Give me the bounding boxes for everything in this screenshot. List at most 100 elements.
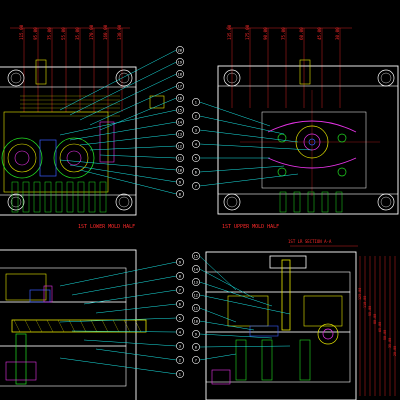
section-left-callout-7-number: 7 — [179, 288, 181, 292]
upper-leader-7 — [199, 173, 299, 187]
section-left-insert — [5, 273, 47, 301]
section-right-leader-12 — [199, 294, 291, 315]
upper-ejector-pin-2 — [307, 191, 315, 213]
section-left-callout-8-number: 8 — [179, 274, 181, 278]
section-left-leader-7 — [83, 289, 177, 305]
upper-gate-2 — [277, 167, 287, 177]
section-left-callout-8-balloon — [176, 272, 184, 280]
section-right-sprue — [281, 259, 291, 331]
section-right-dim-value-7: 20.00 — [393, 346, 397, 356]
section-left-plate-c — [0, 345, 127, 387]
section-left-core — [43, 285, 53, 303]
lower-dim-value-6: 160.00 — [103, 24, 108, 40]
section-left-leader-8 — [71, 275, 177, 296]
lower-leader-20 — [59, 49, 177, 111]
section-left-slide-rod — [11, 319, 147, 333]
upper-leader-3 — [199, 129, 299, 143]
lower-slide — [99, 121, 115, 163]
section-right-callout-14-number: 14 — [194, 267, 198, 271]
lower-callout-14-balloon — [176, 118, 184, 126]
lower-dim-value-2: 75.00 — [47, 27, 52, 40]
section-right-callout-14-balloon — [192, 265, 200, 273]
section-left-rod-hatch — [46, 319, 54, 333]
lower-callout-16-number: 16 — [178, 96, 182, 100]
lower-ejector-pin-6 — [77, 181, 85, 213]
section-right-core-plate — [205, 331, 351, 383]
section-left-pin — [15, 333, 27, 385]
label-layer: 2019181716151413121110981234567987654321… — [176, 46, 200, 378]
lower-corner-hole-inner-0 — [10, 72, 22, 84]
section-left-rod-hatch — [134, 319, 142, 333]
upper-callout-1-balloon — [192, 98, 200, 106]
lower-corner-hole-3 — [115, 193, 133, 211]
section-left-leader-5 — [59, 317, 177, 323]
lower-ejector-pin-1 — [22, 181, 30, 213]
upper-leader-6 — [199, 165, 285, 173]
section-left-callout-2-balloon — [176, 356, 184, 364]
lower-dim-value-3: 55.00 — [61, 27, 66, 40]
upper-view-caption: 1ST UPPER MOLD HALF — [222, 224, 279, 230]
section-right-callout-15-balloon — [192, 252, 200, 260]
lower-ejector-pin-3 — [44, 181, 52, 213]
lower-dim-value-7: 130.00 — [117, 24, 122, 40]
lower-ejector-pin-2 — [33, 181, 41, 213]
section-right-callout-12-number: 12 — [194, 293, 198, 297]
lower-leader-17 — [89, 85, 177, 126]
lower-ejector-pin-7 — [88, 181, 96, 213]
upper-gate-1 — [337, 133, 347, 143]
lower-plate-inner — [0, 86, 137, 196]
lower-callout-8-balloon — [176, 190, 184, 198]
upper-corner-hole-inner-2 — [226, 196, 238, 208]
upper-corner-hole-inner-1 — [380, 72, 392, 84]
lower-callout-15-number: 15 — [178, 108, 182, 112]
lower-callout-20-balloon — [176, 46, 184, 54]
lower-leader-8 — [79, 169, 177, 195]
section-right-leader-14 — [199, 268, 255, 299]
section-left-callout-3-number: 3 — [179, 344, 181, 348]
upper-ejector-pin-1 — [293, 191, 301, 213]
section-left-callout-3-balloon — [176, 342, 184, 350]
lower-dim-value-0: 115.00 — [19, 24, 24, 40]
section-right-leader-11 — [199, 307, 237, 323]
section-right-pin-1 — [235, 339, 247, 381]
lower-leader-10 — [59, 159, 177, 171]
lower-gear-right — [53, 137, 95, 179]
lower-callout-16-balloon — [176, 94, 184, 102]
upper-callout-2-number: 2 — [195, 114, 197, 118]
lower-callout-13-balloon — [176, 130, 184, 138]
section-left-leader-3 — [83, 339, 177, 347]
lower-leader-12 — [89, 145, 177, 151]
lower-ejector-pin-0 — [11, 181, 19, 213]
section-right-leader-15 — [199, 255, 237, 291]
lower-callout-13-number: 13 — [178, 132, 182, 136]
section-left-plate-a — [0, 267, 127, 303]
section-left-callout-7-balloon — [176, 286, 184, 294]
lower-gear-right-inner — [59, 143, 89, 173]
section-right-callout-7-balloon — [192, 356, 200, 364]
section-left-callout-4-number: 4 — [179, 330, 181, 334]
upper-callout-3-balloon — [192, 126, 200, 134]
lower-guide-bushing — [35, 59, 47, 85]
section-right-cavity-left — [227, 295, 269, 327]
lower-leader-14 — [69, 121, 177, 141]
parts-layer — [1, 59, 367, 385]
upper-cavity-block — [261, 111, 367, 189]
upper-dim-value-5: 45.00 — [317, 27, 322, 40]
upper-corner-hole-0 — [223, 69, 241, 87]
section-right-callout-9-number: 9 — [195, 332, 197, 336]
upper-dim-value-0: 135.00 — [227, 24, 232, 40]
lower-corner-hole-2 — [7, 193, 25, 211]
lower-callout-12-number: 12 — [178, 144, 182, 148]
lower-dim-value-1: 95.00 — [33, 27, 38, 40]
section-left-rod-hatch — [112, 319, 120, 333]
section-right-callout-11-number: 11 — [194, 306, 198, 310]
lower-callout-10-number: 10 — [178, 168, 182, 172]
lower-corner-hole-1 — [115, 69, 133, 87]
section-right-leader-7 — [199, 353, 237, 361]
lower-leader-15 — [59, 109, 177, 136]
lower-callout-18-number: 18 — [178, 72, 182, 76]
section-right-callout-13-balloon — [192, 278, 200, 286]
section-right-locating-ring — [269, 255, 307, 269]
upper-plate-inner — [217, 85, 399, 195]
